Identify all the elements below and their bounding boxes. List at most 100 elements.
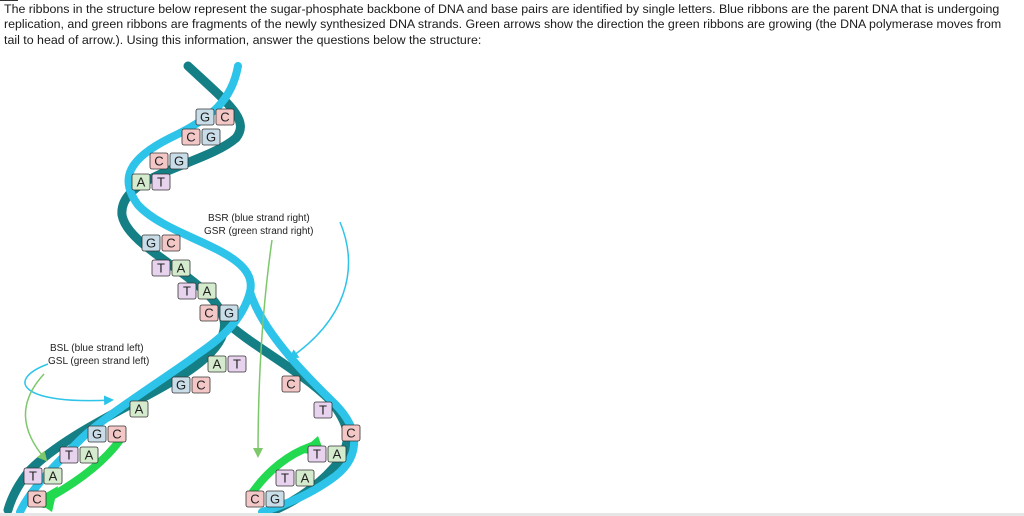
base-pill-right [161,234,181,252]
base-letter-right: G [270,492,280,507]
base-pill-right [281,375,301,393]
base-letter-left: C [32,492,41,507]
base-letter-right: G [224,306,234,321]
base-letter-left: C [250,492,259,507]
base-letter-right: G [206,130,216,145]
base-pill-left [129,400,149,418]
base-pill-left [181,128,201,146]
base-letter-left: A [213,357,222,372]
label-gsl: GSL (green strand left) [48,356,149,367]
label-arrow-gsl [24,373,48,462]
base-pill-left [171,376,191,394]
label-gsr: GSR (green strand right) [204,226,314,237]
base-pill-right [227,355,247,373]
base-pill-left [195,108,215,126]
base-letter-left: A [135,402,144,417]
base-letter-right: T [157,175,165,190]
base-pill-right [107,425,127,443]
base-letter-right: G [174,154,184,169]
base-letter-left: G [146,236,156,251]
base-pill-right [191,376,211,394]
base-pill-left [27,490,47,508]
question-intro-text: The ribbons in the structure below repre… [4,2,1002,47]
base-letter-left: G [92,427,102,442]
base-letter-left: C [154,154,163,169]
base-letter-right: T [233,357,241,372]
base-pill-left [59,446,79,464]
base-pill-right [151,173,171,191]
base-pair: C [281,375,301,393]
base-letter-right: C [196,378,205,393]
base-pair: T [313,401,333,419]
base-letter-right: T [319,403,327,418]
base-pill-right [169,152,189,170]
base-letter-right: C [112,427,121,442]
base-letter-left: T [65,448,73,463]
base-letter-right: C [346,426,355,441]
label-bsr: BSR (blue strand right) [208,213,310,224]
top-rule [0,0,18,1]
base-letter-right: A [49,469,58,484]
base-pill-right [171,259,191,277]
label-bsl: BSL (blue strand left) [50,343,144,354]
base-letter-right: C [220,110,229,125]
base-letter-right: A [301,471,310,486]
base-letter-left: T [281,471,289,486]
base-pill-left [207,355,227,373]
base-letter-right: A [203,284,212,299]
base-letter-left: A [137,175,146,190]
new-strand-right-ribbon [246,442,316,500]
base-letter-right: A [177,261,186,276]
base-letter-left: T [157,261,165,276]
base-pill-left [177,282,197,300]
base-pair: C [27,490,47,508]
base-letter-left: T [29,469,37,484]
base-pill-left [23,467,43,485]
base-pill-right [295,469,315,487]
base-pill-right [265,490,285,508]
base-letter-left: T [313,447,321,462]
base-pill-left [307,445,327,463]
base-pill-right [215,108,235,126]
label-arrow-gsr [253,239,273,458]
base-letter-left: C [186,130,195,145]
label-arrow-bsl [24,363,114,406]
base-pill-right [197,282,217,300]
base-pill-left [245,490,265,508]
base-letter-right: A [85,448,94,463]
parent-strand-blue-ribbon [16,62,255,516]
bottom-scroll-strip [0,513,1024,516]
base-pair: C [341,424,361,442]
base-pill-left [131,173,151,191]
base-pill-left [141,234,161,252]
base-pill-right [201,128,221,146]
base-pill-right [79,446,99,464]
base-pill-left [275,469,295,487]
label-arrow-bsr [288,221,350,360]
base-pill-left [149,152,169,170]
base-pill-right [313,401,333,419]
base-pair: A [129,400,149,418]
base-pill-right [327,445,347,463]
base-letter-left: T [183,284,191,299]
base-letter-left: C [204,306,213,321]
base-letter-right: C [286,377,295,392]
base-letter-right: A [333,447,342,462]
base-pill-right [341,424,361,442]
